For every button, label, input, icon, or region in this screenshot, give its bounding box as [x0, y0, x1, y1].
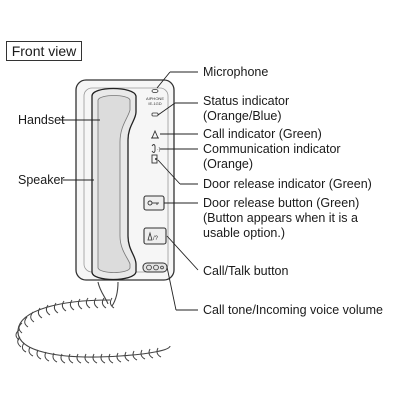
svg-text:/?: /? — [153, 236, 159, 242]
label-call-tone-volume: Call tone/Incoming voice volume — [203, 303, 383, 317]
coiled-cord — [17, 281, 171, 358]
volume-icon — [146, 264, 164, 271]
bell-icon — [151, 129, 159, 139]
door-icon — [151, 154, 158, 164]
label-communication-indicator-color: (Orange) — [203, 157, 254, 171]
label-communication-indicator: Communication indicator — [203, 142, 341, 156]
label-status-indicator-colors: (Orange/Blue) — [203, 109, 282, 123]
label-microphone: Microphone — [203, 65, 269, 79]
label-door-release-note-1: (Button appears when it is a — [203, 211, 358, 225]
label-call-indicator: Call indicator (Green) — [203, 127, 322, 141]
diagram-title: Front view — [6, 41, 82, 61]
handset-talk-icon: ·) — [151, 144, 161, 153]
label-door-release-note-2: usable option.) — [203, 226, 286, 240]
label-handset: Handset — [18, 113, 65, 127]
cord-coils — [15, 297, 162, 364]
label-call-talk-button: Call/Talk button — [203, 264, 289, 278]
model-text: IE-1GD — [148, 101, 161, 106]
leader-lines — [60, 71, 199, 311]
key-icon — [147, 200, 159, 206]
label-door-release-indicator: Door release indicator (Green) — [203, 177, 372, 191]
label-speaker: Speaker — [18, 173, 65, 187]
svg-text:·): ·) — [157, 147, 161, 153]
call-talk-icon: /? — [147, 231, 159, 242]
label-door-release-button: Door release button (Green) — [203, 196, 360, 210]
microphone-icon — [151, 89, 159, 94]
brand-text: AIPHONE — [146, 96, 164, 101]
label-status-indicator: Status indicator — [203, 94, 290, 108]
